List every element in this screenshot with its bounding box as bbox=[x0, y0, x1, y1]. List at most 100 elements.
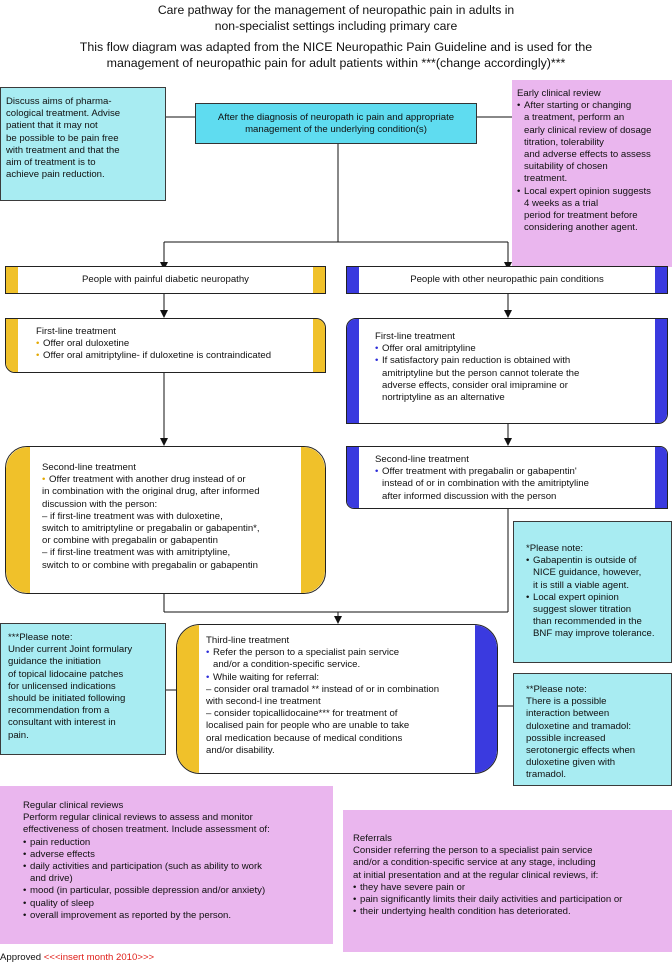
gabapentin-note: *Please note: Gabapentin is outside of N… bbox=[513, 521, 672, 663]
diabetic-second-line-text: switch to or combine with pregabalin or … bbox=[42, 559, 258, 571]
aims-note: Discuss aims of pharma- cological treatm… bbox=[0, 87, 166, 201]
third-line-text: with second-l ine treatment bbox=[206, 696, 321, 708]
aims-note-line: aim of treatment is to bbox=[6, 157, 96, 169]
tramadol-note-line: possible increased bbox=[526, 732, 606, 744]
diabetic-second-line-text: or combine with pregabalin or gabapentin bbox=[42, 535, 218, 547]
gabapentin-note-bullet: Local expert opinion suggest slower titr… bbox=[526, 592, 666, 641]
yellow-bar bbox=[177, 625, 199, 773]
gabapentin-note-title: *Please note: bbox=[526, 543, 584, 554]
regular-reviews-intro: effectiveness of chosen treatment. Inclu… bbox=[23, 824, 270, 836]
diagnosis-line-1: After the diagnosis of neuropath ic pain… bbox=[217, 112, 455, 123]
approved-label: Approved bbox=[0, 952, 42, 963]
blue-bar bbox=[475, 625, 497, 773]
regular-reviews-item: daily activities and participation (such… bbox=[23, 861, 325, 885]
diabetic-second-line-text: Offer treatment with another drug instea… bbox=[49, 474, 246, 486]
yellow-bar bbox=[313, 319, 325, 372]
other-first-line-text: nortriptyline as an alternative bbox=[382, 392, 505, 404]
regular-reviews: Regular clinical reviews Perform regular… bbox=[0, 786, 333, 944]
lidocaine-note-line: for unlicensed indications bbox=[8, 680, 116, 692]
tramadol-note-line: interaction between bbox=[526, 708, 610, 720]
gabapentin-note-line: Gabapentin is outside of bbox=[533, 555, 637, 567]
diabetic-header: People with painful diabetic neuropathy bbox=[5, 266, 326, 294]
early-review-line: After starting or changing bbox=[524, 100, 632, 112]
other-first-line-item: Offer oral amitriptyline bbox=[375, 343, 653, 355]
other-first-line-item: If satisfactory pain reduction is obtain… bbox=[375, 355, 653, 404]
early-review-note: Early clinical review After starting or … bbox=[512, 80, 672, 267]
diabetic-first-line-item: Offer oral duloxetine bbox=[36, 338, 311, 350]
lidocaine-note: ***Please note: Under current Joint form… bbox=[0, 623, 166, 755]
gabapentin-note-line: Local expert opinion bbox=[533, 591, 619, 603]
diabetic-second-line-title: Second-line treatment bbox=[42, 462, 136, 473]
other-header-label: People with other neuropathic pain condi… bbox=[410, 274, 604, 285]
gabapentin-note-line: NICE guidance, however, bbox=[533, 567, 642, 579]
diagnosis-line-2: management of the underlying condition(s… bbox=[245, 124, 427, 136]
tramadol-note-line: duloxetine and tramadol: bbox=[526, 720, 632, 732]
referrals: Referrals Consider referring the person … bbox=[343, 810, 672, 952]
intro-line-1: This flow diagram was adapted from the N… bbox=[79, 40, 593, 54]
diabetic-first-line: First-line treatment Offer oral duloxeti… bbox=[5, 318, 326, 373]
referrals-intro: and/or a condition-specific service at a… bbox=[353, 857, 596, 869]
yellow-bar bbox=[6, 267, 18, 293]
third-line-text: oral medication because of medical condi… bbox=[206, 732, 403, 744]
gabapentin-note-line: BNF may improve tolerance. bbox=[533, 628, 655, 640]
lidocaine-note-line: ***Please note: bbox=[8, 632, 73, 643]
title-line-1: Care pathway for the management of neuro… bbox=[157, 3, 515, 17]
early-review-line: considering another agent. bbox=[524, 222, 638, 234]
third-line-text: While waiting for referral: bbox=[213, 671, 320, 683]
aims-note-line: cological treatment. Advise bbox=[6, 108, 121, 120]
referrals-intro: Consider referring the person to a speci… bbox=[353, 845, 593, 857]
third-line-item: While waiting for referral: bbox=[206, 672, 473, 684]
referrals-intro: at initial presentation and at the regul… bbox=[353, 869, 599, 881]
intro-line-2: management of neuropathic pain for adult… bbox=[106, 56, 566, 70]
yellow-bar bbox=[313, 267, 325, 293]
early-review-line: period for treatment before bbox=[524, 210, 638, 222]
diabetic-second-line-text: – if first-line treatment was with amitr… bbox=[42, 547, 231, 559]
aims-note-line: achieve pain reduction. bbox=[6, 169, 105, 181]
yellow-bar bbox=[6, 319, 18, 372]
other-second-line-text: Offer treatment with pregabalin or gabap… bbox=[382, 466, 577, 478]
other-second-line-text: instead of or in combination with the am… bbox=[382, 478, 589, 490]
early-review-title: Early clinical review bbox=[517, 88, 601, 99]
diabetic-first-line-title: First-line treatment bbox=[36, 326, 116, 337]
referrals-item: they have severe pain or bbox=[353, 882, 664, 894]
early-review-line: a treatment, perform an bbox=[524, 112, 625, 124]
diabetic-second-line-text: – if first-line treatment was with dulox… bbox=[42, 510, 223, 522]
diagnosis-box: After the diagnosis of neuropath ic pain… bbox=[195, 103, 477, 144]
early-review-line: treatment. bbox=[524, 173, 568, 185]
third-line: Third-line treatment Refer the person to… bbox=[176, 624, 498, 774]
early-review-line: suitability of chosen bbox=[524, 161, 608, 173]
regular-reviews-item: adverse effects bbox=[23, 849, 325, 861]
blue-bar bbox=[347, 447, 359, 508]
diabetic-second-line-text: discussion with the person: bbox=[42, 498, 158, 510]
diabetic-second-line-item: Offer treatment with another drug instea… bbox=[42, 474, 311, 486]
other-second-line-item: Offer treatment with pregabalin or gabap… bbox=[375, 466, 653, 503]
gabapentin-note-line: suggest slower titration bbox=[533, 604, 632, 616]
third-line-text: and/or a condition-specific service. bbox=[213, 659, 361, 671]
tramadol-note-line: There is a possible bbox=[526, 696, 607, 708]
gabapentin-note-bullet: Gabapentin is outside of NICE guidance, … bbox=[526, 555, 666, 592]
regular-reviews-item: pain reduction bbox=[23, 837, 325, 849]
other-first-line-title: First-line treatment bbox=[375, 331, 455, 342]
lidocaine-note-line: guidance the initiation bbox=[8, 656, 101, 668]
third-line-item: Refer the person to a specialist pain se… bbox=[206, 647, 473, 671]
early-review-line: early clinical review of dosage bbox=[524, 124, 652, 136]
third-line-title: Third-line treatment bbox=[206, 635, 290, 646]
tramadol-note-line: tramadol. bbox=[526, 769, 566, 781]
other-second-line: Second-line treatment Offer treatment wi… bbox=[346, 446, 668, 509]
regular-reviews-title: Regular clinical reviews bbox=[23, 800, 124, 811]
title-line-2: non-specialist settings including primar… bbox=[214, 19, 458, 33]
approval-month: <<<insert month 2010>>> bbox=[43, 952, 155, 963]
blue-bar bbox=[655, 447, 667, 508]
tramadol-note-line: **Please note: bbox=[526, 684, 587, 695]
diabetic-second-line: Second-line treatment Offer treatment wi… bbox=[5, 446, 326, 594]
lidocaine-note-line: of topical lidocaine patches bbox=[8, 668, 124, 680]
third-line-text: – consider oral tramadol ** instead of o… bbox=[206, 683, 440, 695]
yellow-bar bbox=[301, 447, 325, 593]
diabetic-second-line-text: switch to amitriptyline or pregabalin or… bbox=[42, 523, 260, 535]
regular-reviews-item: quality of sleep bbox=[23, 898, 325, 910]
other-header: People with other neuropathic pain condi… bbox=[346, 266, 668, 294]
approval-footer: Approved <<<insert month 2010>>> bbox=[0, 952, 154, 964]
aims-note-line: be possible to be pain free bbox=[6, 132, 119, 144]
blue-bar bbox=[347, 267, 359, 293]
